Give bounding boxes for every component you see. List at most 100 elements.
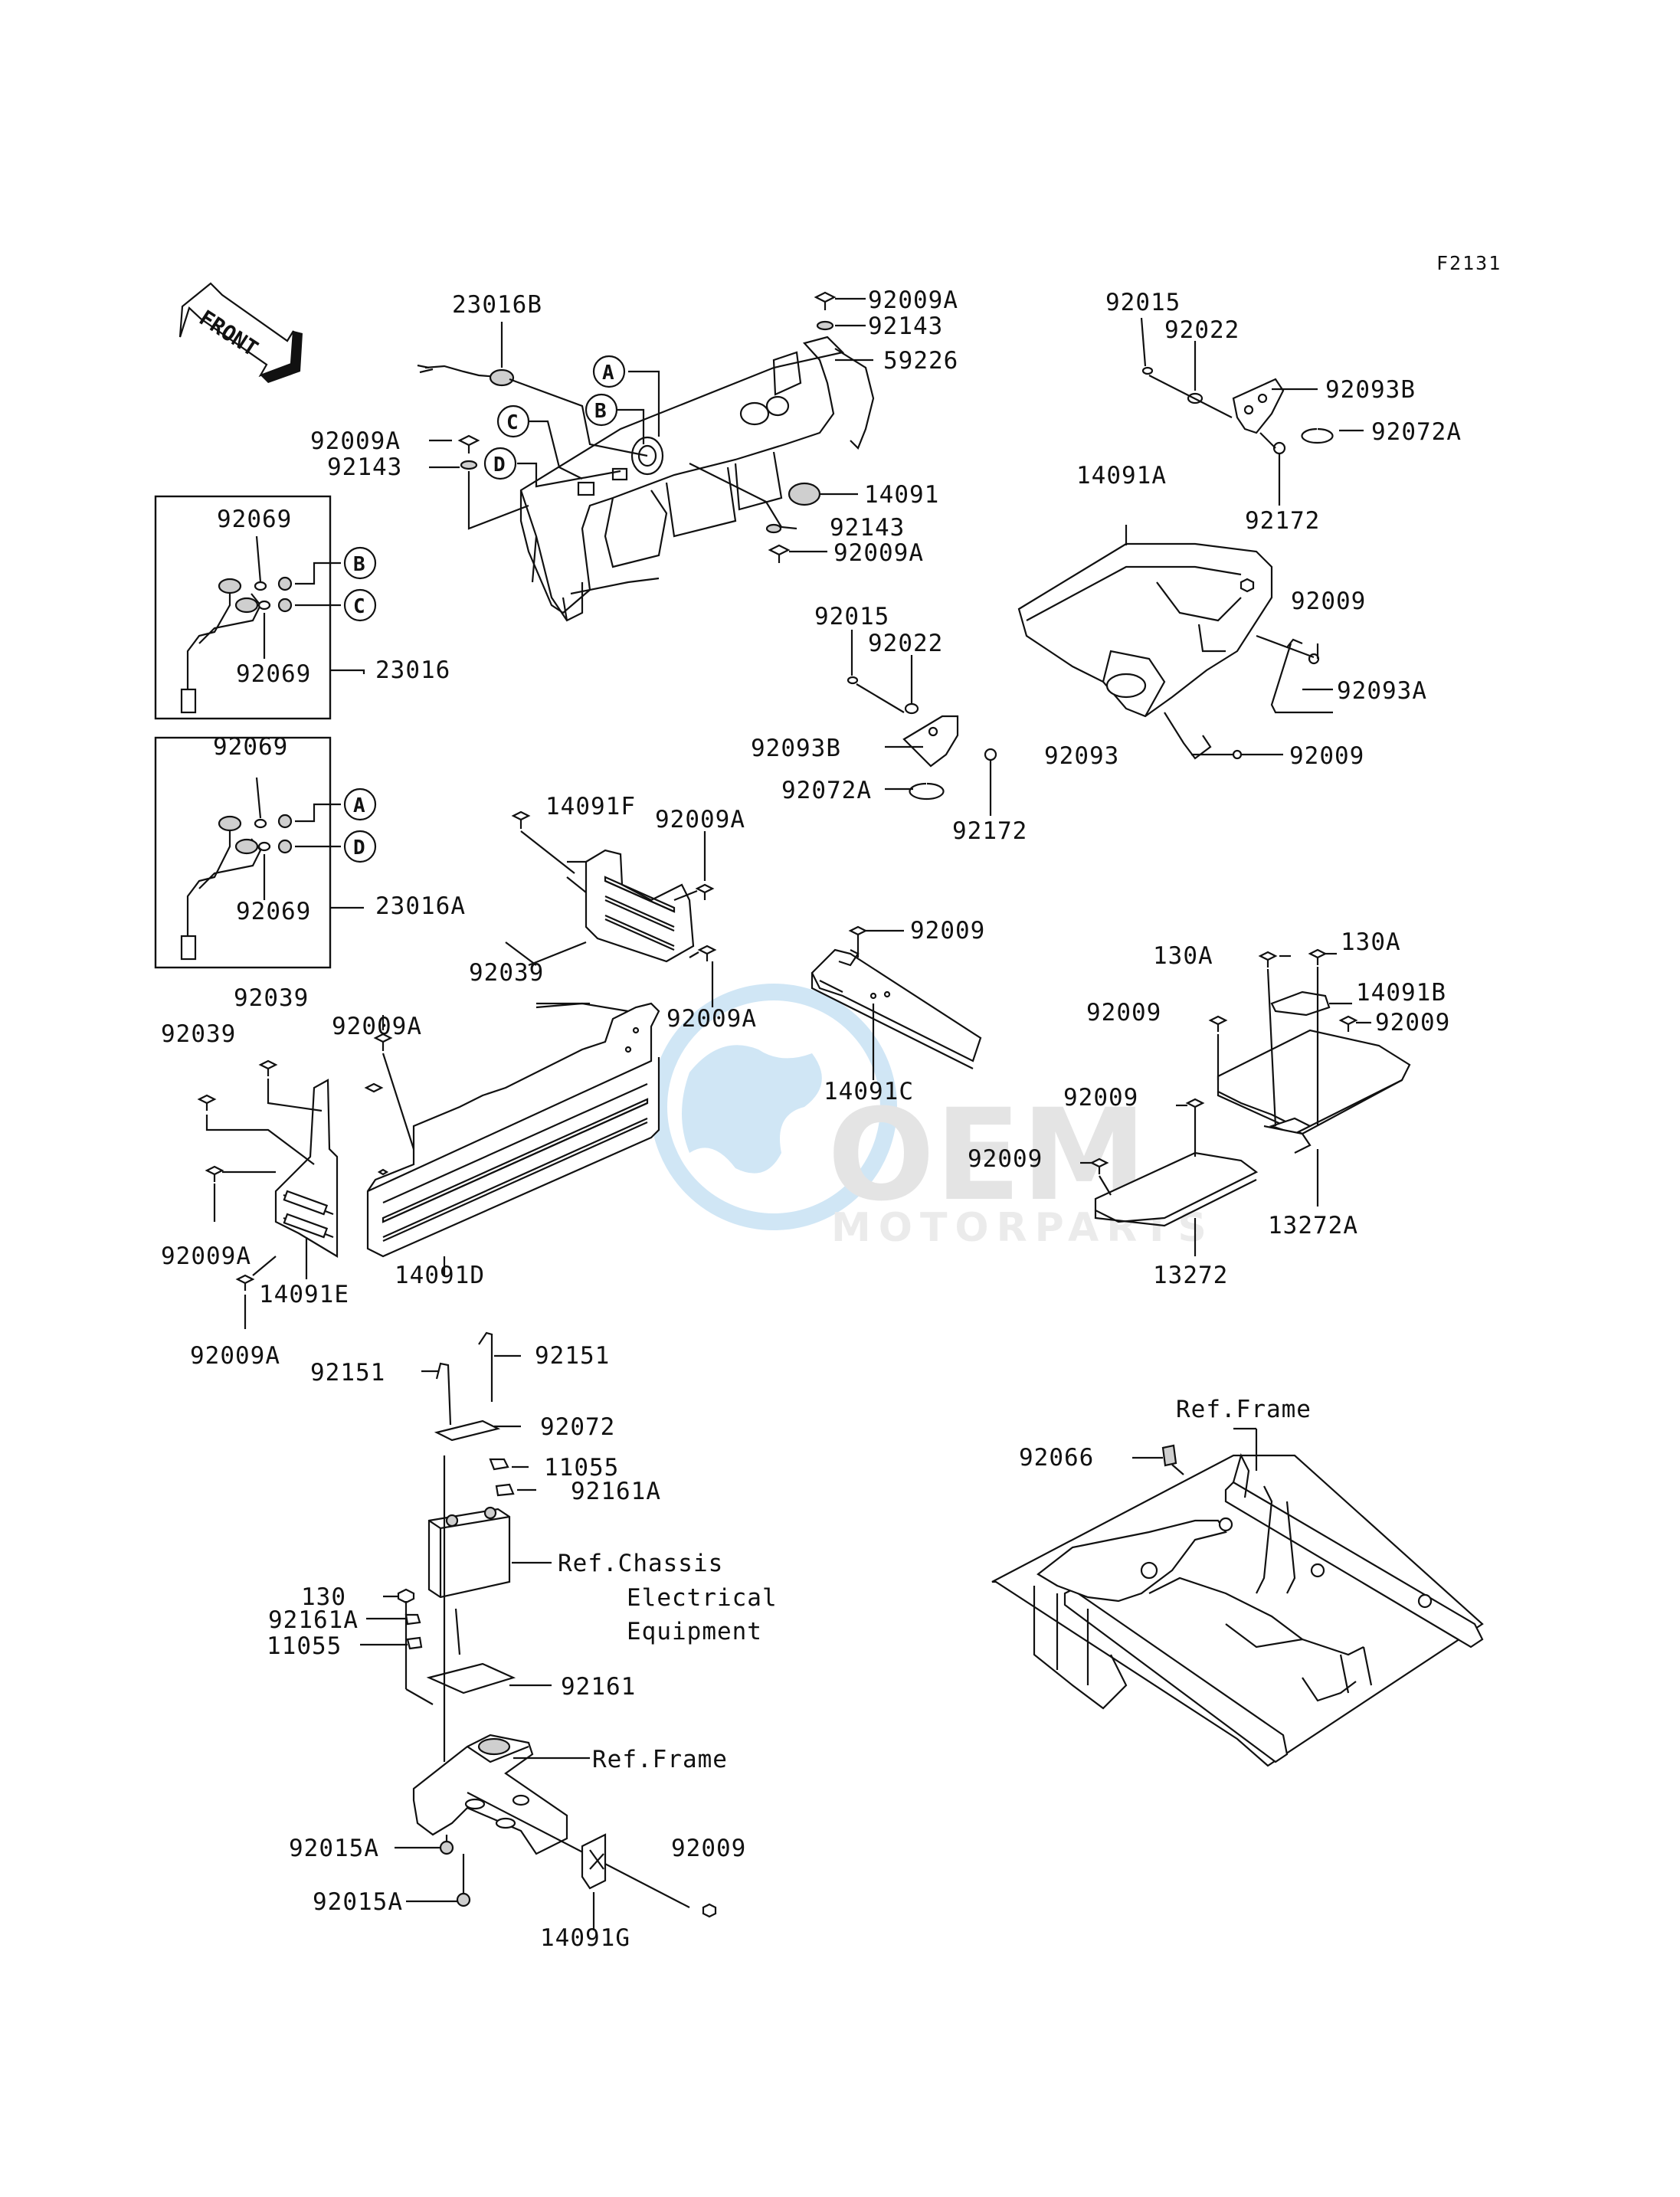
label-23016a: 23016A	[375, 892, 466, 920]
label-92093: 92093	[1044, 742, 1119, 770]
label-92069-2: 92069	[236, 660, 311, 688]
label-130a-2: 130A	[1341, 928, 1401, 956]
label-130a-1: 130A	[1153, 942, 1213, 970]
label-92069-4: 92069	[236, 898, 311, 925]
figure-code: F2131	[1436, 252, 1502, 274]
label-92015a-1: 92015A	[289, 1835, 379, 1862]
label-92143-top: 92143	[868, 313, 943, 340]
label-92069-1: 92069	[217, 506, 292, 533]
label-14091d: 14091D	[395, 1262, 485, 1289]
label-92009-r1: 92009	[1291, 588, 1366, 615]
label-14091: 14091	[864, 481, 939, 509]
battery-assembly	[360, 1331, 717, 1930]
label-92069-3: 92069	[213, 733, 288, 761]
harness-23016b	[417, 364, 515, 387]
label-92009-p1: 92009	[1086, 999, 1161, 1026]
label-92039-e1: 92039	[161, 1020, 236, 1048]
label-59226: 59226	[883, 347, 958, 375]
label-92009-c: 92009	[910, 917, 985, 945]
harness-box-23016a: A D	[154, 736, 377, 969]
callout-b-2: B	[353, 553, 365, 576]
part-labels: 23016B 92009A 92143 59226 92009A 92143 1…	[161, 286, 1462, 1952]
callout-a-1: A	[602, 362, 614, 385]
label-23016: 23016	[375, 656, 450, 684]
label-92172-top: 92172	[1245, 507, 1320, 535]
label-92066: 92066	[1019, 1444, 1094, 1472]
frame-assembly	[991, 1427, 1484, 1767]
label-14091f: 14091F	[545, 793, 636, 820]
label-14091a: 14091A	[1076, 462, 1167, 489]
label-92009-p3: 92009	[1063, 1084, 1138, 1112]
callout-b-1: B	[594, 400, 607, 423]
label-92093b-mid: 92093B	[751, 735, 841, 762]
label-92151-2: 92151	[535, 1342, 610, 1370]
callout-circles-top: A B C D	[483, 355, 626, 480]
label-92072a-top: 92072A	[1371, 418, 1462, 446]
label-ref-frame-1: Ref.Frame	[592, 1746, 728, 1773]
bracket-middle	[847, 630, 997, 816]
label-92009-p2: 92009	[1375, 1009, 1450, 1036]
label-92151-1: 92151	[310, 1359, 385, 1387]
label-92015a-2: 92015A	[313, 1888, 403, 1916]
label-92009-b: 92009	[671, 1835, 746, 1862]
dashboard-leaders	[429, 297, 873, 553]
callout-c-1: C	[506, 411, 519, 434]
label-92143-left: 92143	[327, 453, 402, 481]
label-92009a-d: 92009A	[332, 1013, 422, 1040]
callout-a-2: A	[353, 794, 365, 817]
label-92009a-f: 92009A	[655, 806, 745, 833]
callout-d-1: D	[493, 453, 506, 476]
label-14091b: 14091B	[1356, 979, 1446, 1007]
label-92009a-mid: 92009A	[833, 539, 924, 567]
dashboard-fasteners	[457, 291, 837, 563]
label-92009a-e2: 92009A	[190, 1342, 280, 1370]
label-equipment: Equipment	[627, 1618, 762, 1645]
label-13272a: 13272A	[1268, 1212, 1358, 1239]
watermark: OEM MOTORPARTS	[650, 984, 1207, 1251]
label-92161: 92161	[561, 1673, 636, 1701]
label-92072a-mid: 92072A	[781, 777, 872, 804]
label-130: 130	[301, 1583, 346, 1611]
label-92009a-left: 92009A	[310, 427, 401, 455]
tray-14091c	[811, 925, 982, 1080]
label-ref-frame-2: Ref.Frame	[1176, 1396, 1312, 1423]
label-92009a-e1: 92009A	[161, 1243, 251, 1270]
label-92161a-1: 92161A	[571, 1478, 661, 1505]
label-14091g: 14091G	[540, 1924, 630, 1952]
label-electrical: Electrical	[627, 1584, 778, 1612]
harness-box-23016: B C	[154, 495, 377, 720]
label-92015-mid: 92015	[814, 603, 889, 630]
watermark-brand: OEM	[827, 1082, 1147, 1229]
front-arrow-text: FRONT	[195, 305, 263, 362]
label-92172-mid: 92172	[952, 817, 1027, 845]
callout-d-2: D	[353, 837, 365, 859]
label-92009-r2: 92009	[1289, 742, 1364, 770]
label-92039-e2: 92039	[234, 984, 309, 1012]
label-ref-chassis: Ref.Chassis	[558, 1550, 723, 1577]
front-arrow: FRONT	[178, 282, 303, 383]
label-92015-top: 92015	[1105, 289, 1181, 316]
label-92143-mid: 92143	[830, 514, 905, 542]
label-11055-2: 11055	[267, 1632, 342, 1660]
cover-14091d	[366, 1002, 660, 1275]
label-92022-top: 92022	[1164, 316, 1240, 344]
cover-14091f	[505, 810, 717, 1017]
floor-panels	[1080, 948, 1411, 1256]
label-13272: 13272	[1153, 1262, 1228, 1289]
label-92072: 92072	[540, 1413, 615, 1441]
label-92039-f: 92039	[469, 959, 544, 987]
bracket-top-right	[1140, 317, 1364, 506]
label-92009a-top: 92009A	[868, 286, 958, 314]
label-92009a-f2: 92009A	[666, 1005, 757, 1033]
label-92093b-top: 92093B	[1325, 376, 1416, 404]
label-92093a: 92093A	[1337, 677, 1427, 705]
label-11055-1: 11055	[544, 1454, 619, 1482]
label-92161a-2: 92161A	[268, 1606, 359, 1634]
label-92022-mid: 92022	[868, 630, 943, 657]
cap-14091	[788, 482, 821, 506]
label-92009-p4: 92009	[968, 1145, 1043, 1173]
label-23016b: 23016B	[452, 291, 542, 319]
label-14091e: 14091E	[259, 1281, 349, 1308]
label-14091c: 14091C	[824, 1078, 914, 1105]
